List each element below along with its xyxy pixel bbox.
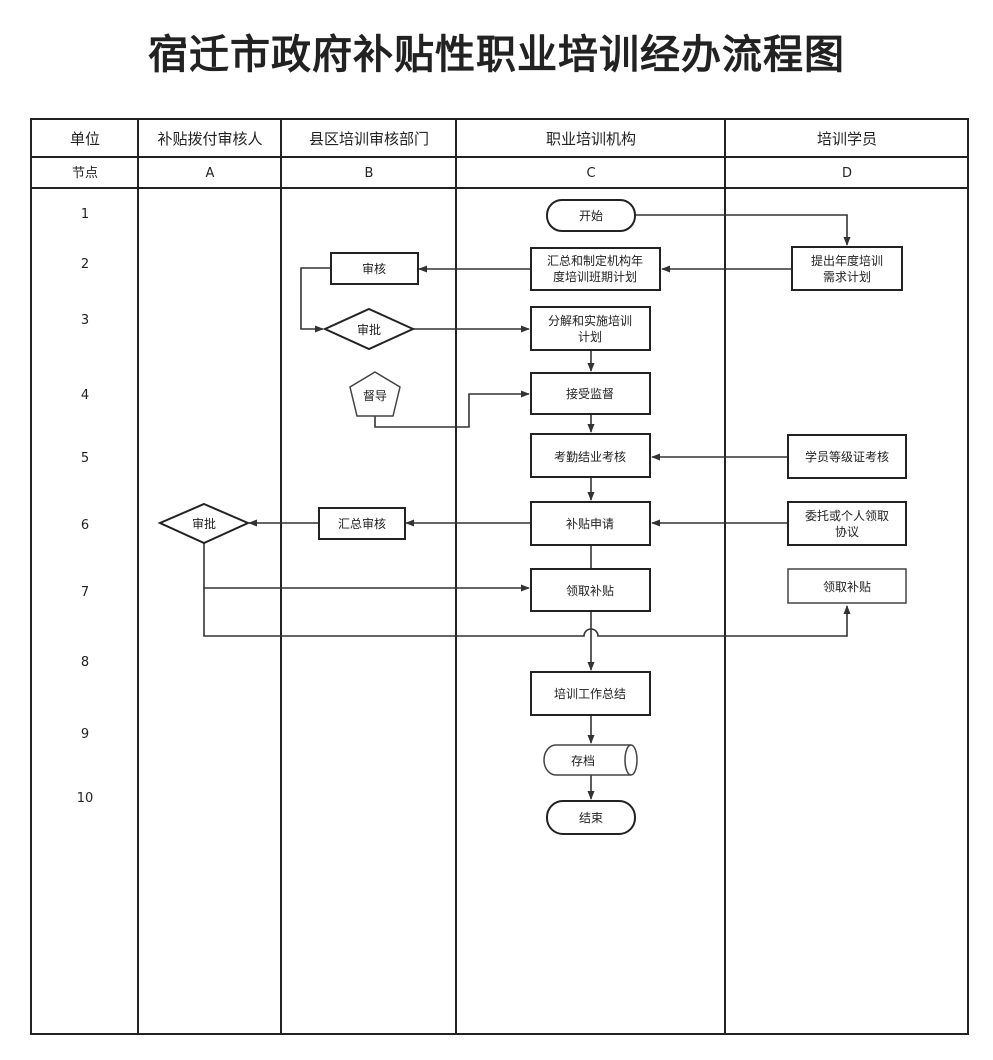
accept-supervision-label: 接受监督 <box>566 386 614 401</box>
lane-c-header: 职业培训机构 <box>546 130 636 148</box>
node-number: 1 <box>81 207 89 222</box>
node-number: 8 <box>81 655 89 670</box>
supervise-label: 督导 <box>363 388 387 403</box>
review-label: 审核 <box>362 261 386 276</box>
lane-b-code: B <box>365 166 374 181</box>
approve-decision-b: 审批 <box>322 307 416 351</box>
node-number: 2 <box>81 257 89 272</box>
student-cert-exam-box: 学员等级证考核 <box>787 434 907 479</box>
connector-review-to-approve <box>300 267 331 333</box>
supervise-pentagon: 督导 <box>349 371 401 417</box>
swimlane-grid <box>30 118 969 1035</box>
student-demand-box: 提出年度培训 需求计划 <box>791 246 903 291</box>
receive-subsidy-d-box: 领取补贴 <box>787 568 907 604</box>
receive-subsidy-d-label: 领取补贴 <box>823 580 871 594</box>
entrust-line1: 委托或个人领取 <box>805 509 889 523</box>
connectors <box>203 214 851 800</box>
student-cert-exam-label: 学员等级证考核 <box>805 449 889 464</box>
node-number: 5 <box>81 451 89 466</box>
summarize-plan-box: 汇总和制定机构年 度培训班期计划 <box>530 247 661 291</box>
connector-start-to-demand <box>635 214 851 246</box>
node-header: 节点 <box>72 166 98 181</box>
end-label: 结束 <box>579 811 603 825</box>
page-title: 宿迁市政府补贴性职业培训经办流程图 <box>148 31 845 78</box>
subsidy-apply-box: 补贴申请 <box>530 501 651 546</box>
connector-supervise-to-accept <box>374 390 530 428</box>
lane-d-header: 培训学员 <box>817 130 877 148</box>
entrust-agreement-box: 委托或个人领取 协议 <box>787 501 907 546</box>
approve-b-label: 审批 <box>357 322 381 337</box>
start-terminator: 开始 <box>546 199 636 232</box>
attendance-exam-box: 考勤结业考核 <box>530 433 651 478</box>
receive-subsidy-c-box: 领取补贴 <box>530 568 651 612</box>
approve-decision-a: 审批 <box>157 502 251 545</box>
connector-approve-a-to-receive-d <box>203 588 851 637</box>
entrust-line2: 协议 <box>835 524 859 539</box>
node-number: 3 <box>81 313 89 328</box>
summary-review-box: 汇总审核 <box>318 507 406 540</box>
summarize-plan-line2: 度培训班期计划 <box>553 269 637 284</box>
lane-b-header: 县区培训审核部门 <box>309 130 429 148</box>
archive-storage-shape: 存档 <box>543 744 638 776</box>
archive-label: 存档 <box>571 754 595 768</box>
lane-d-code: D <box>842 166 852 181</box>
implement-plan-line1: 分解和实施培训 <box>548 313 632 328</box>
summary-review-label: 汇总审核 <box>338 516 386 531</box>
accept-supervision-box: 接受监督 <box>530 372 651 415</box>
node-number: 7 <box>81 585 89 600</box>
node-number: 4 <box>81 388 89 403</box>
student-demand-line1: 提出年度培训 <box>811 253 883 268</box>
student-demand-line2: 需求计划 <box>823 270 871 284</box>
implement-plan-line2: 计划 <box>578 330 602 344</box>
node-number: 6 <box>81 518 89 533</box>
approve-a-label: 审批 <box>192 516 216 531</box>
work-summary-box: 培训工作总结 <box>530 671 651 716</box>
review-box: 审核 <box>330 252 419 285</box>
summarize-plan-line1: 汇总和制定机构年 <box>547 253 643 268</box>
end-terminator: 结束 <box>546 800 636 835</box>
node-number: 10 <box>77 791 94 806</box>
start-label: 开始 <box>579 209 603 223</box>
receive-subsidy-c-label: 领取补贴 <box>566 584 614 598</box>
subsidy-apply-label: 补贴申请 <box>566 517 614 531</box>
connector-approve-a-to-receive-c <box>203 543 530 592</box>
lane-a-header: 补贴拨付审核人 <box>157 130 262 148</box>
work-summary-label: 培训工作总结 <box>554 686 626 701</box>
attendance-exam-label: 考勤结业考核 <box>554 450 626 464</box>
implement-plan-box: 分解和实施培训 计划 <box>530 306 651 351</box>
lane-a-code: A <box>206 166 215 181</box>
node-number: 9 <box>81 727 89 742</box>
unit-header: 单位 <box>70 130 100 148</box>
lane-c-code: C <box>586 166 595 181</box>
